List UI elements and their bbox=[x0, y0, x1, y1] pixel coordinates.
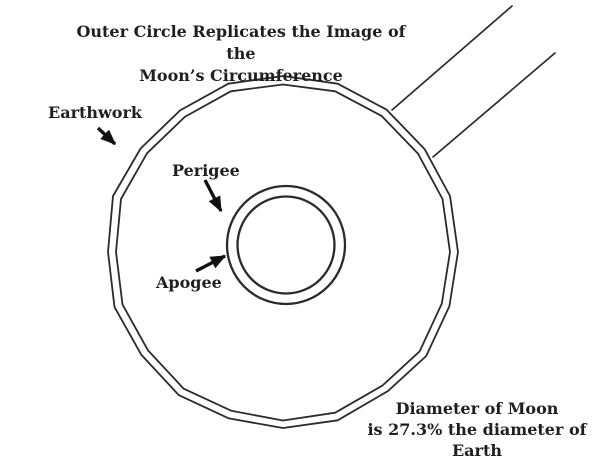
diagram-title: Outer Circle Replicates the Image of the… bbox=[66, 21, 416, 87]
moon-diameter-caption-line2: is 27.3% the diameter of Earth bbox=[367, 420, 587, 458]
earthwork-inner-ring bbox=[115, 83, 451, 422]
moon-image-circles bbox=[225, 184, 347, 306]
annotation-arrows bbox=[96, 126, 227, 273]
diagram-title-line2: Moon’s Circumference bbox=[139, 66, 343, 85]
apogee-circle bbox=[236, 195, 336, 295]
earthwork-arrow-icon bbox=[96, 126, 117, 146]
earthwork-label: Earthwork bbox=[48, 103, 142, 122]
moon-diameter-caption-line1: Diameter of Moon bbox=[395, 399, 559, 418]
perigee-arrow-icon bbox=[203, 179, 223, 213]
perigee-circle bbox=[225, 184, 347, 306]
apogee-label: Apogee bbox=[156, 273, 222, 292]
sight-lines bbox=[391, 5, 556, 158]
earthwork-outer-ring bbox=[107, 75, 459, 429]
moon-diameter-caption: Diameter of Moon is 27.3% the diameter o… bbox=[351, 398, 603, 458]
perigee-label: Perigee bbox=[172, 161, 240, 180]
sight-line-upper bbox=[391, 5, 513, 111]
apogee-arrow-icon bbox=[195, 254, 227, 273]
sight-line-lower bbox=[432, 52, 556, 158]
diagram-title-line1: Outer Circle Replicates the Image of the bbox=[76, 22, 406, 63]
earthwork-outline bbox=[107, 75, 459, 429]
